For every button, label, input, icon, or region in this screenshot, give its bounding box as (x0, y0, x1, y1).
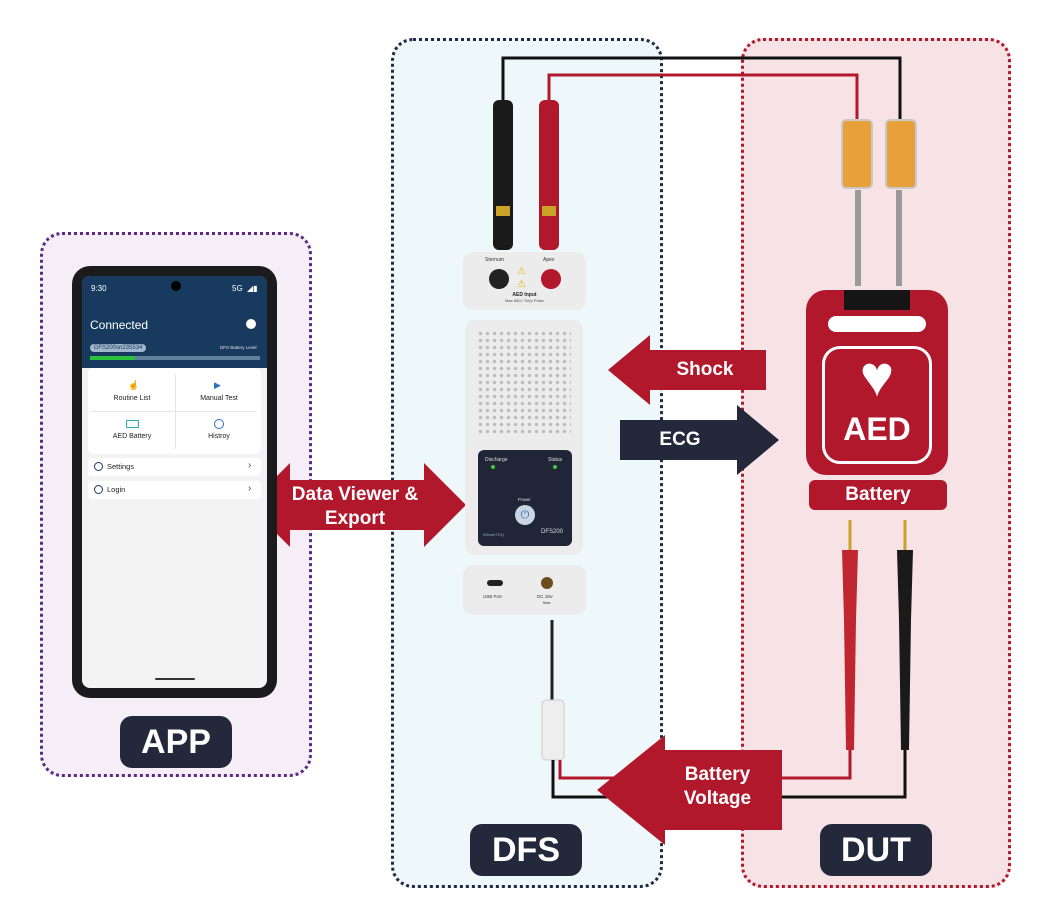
clock-icon (214, 419, 224, 429)
network-status: 5G (232, 284, 243, 293)
aed-handle (844, 290, 910, 310)
power-label: Power (518, 497, 531, 502)
aed-panel: ♥ AED (822, 344, 932, 464)
dfs-port-module: USB Port DC 18V Max (463, 565, 586, 615)
black-lead-wire (501, 56, 902, 120)
apex-label: Apex (543, 257, 555, 263)
page-title: Connected (90, 318, 149, 332)
control-panel: Discharge Status Power ⏻ WinnerTEQ DFS20… (478, 450, 572, 546)
sternum-label: Sternum (485, 257, 504, 263)
tile-routine-list[interactable]: ☝ Routine List (113, 380, 151, 402)
status-label: Status (548, 457, 563, 463)
login-row[interactable]: Login › (88, 481, 261, 499)
app-screen: 9:30 5G ◢▮ Connected DFS200sn235534 DFS … (82, 276, 267, 688)
usb-port-label: USB Port (483, 594, 502, 599)
usb-port[interactable] (487, 580, 503, 586)
data-viewer-label-line2: Export (324, 508, 386, 529)
discharge-label: Discharge (485, 457, 508, 463)
aed-device: ♥ AED (806, 290, 948, 475)
sternum-port[interactable] (489, 269, 509, 289)
red-probe (842, 550, 858, 750)
dfs-input-module: Sternum Apex ⚠ ⚠ AED Input Max 600J 7kVp… (463, 252, 586, 310)
wire-clip-right (885, 119, 917, 189)
bluetooth-icon[interactable] (246, 319, 256, 329)
warning-icon: ⚠ (517, 266, 526, 277)
chevron-right-icon: › (248, 460, 252, 471)
dfs-main-unit: Discharge Status Power ⏻ WinnerTEQ DFS20… (465, 320, 583, 555)
battery-caption: DFS Battery Level (220, 345, 257, 350)
tile-history[interactable]: Histroy (177, 416, 261, 450)
aed-input-label: AED Input (512, 292, 537, 298)
gear-icon (94, 462, 103, 471)
chevron-right-icon: › (248, 483, 252, 494)
tile-manual-test[interactable]: ▶ Manual Test (200, 380, 238, 402)
hand-pointer-icon: ☝ (128, 380, 140, 390)
dc-plug (541, 699, 565, 761)
battery-level-fill (90, 356, 135, 360)
warning-icon: ⚠ (517, 279, 526, 290)
apex-port[interactable] (541, 269, 561, 289)
wire-clip-left (841, 119, 873, 189)
red-lead-wire (547, 73, 859, 120)
discharge-led (491, 465, 495, 469)
battery-level-bar (90, 356, 260, 360)
red-plug (539, 100, 559, 250)
user-icon (94, 485, 103, 494)
battery-icon (126, 420, 139, 428)
battery-voltage-label-line2: Voltage (683, 788, 752, 809)
shock-arrow (608, 335, 766, 405)
battery-voltage-arrow (597, 735, 782, 845)
aed-slot (828, 316, 926, 332)
speaker-grille (477, 330, 571, 435)
battery-voltage-label-line1: Battery (684, 764, 751, 785)
battery-badge: Battery (809, 480, 947, 510)
shock-label: Shock (676, 359, 734, 380)
play-icon: ▶ (214, 380, 221, 390)
aed-input-sublabel: Max 600J 7kVp Pulse (505, 298, 544, 303)
ecg-arrow (620, 405, 779, 475)
status-led (553, 465, 557, 469)
signal-icon: ◢▮ (247, 284, 258, 293)
black-plug (493, 100, 513, 250)
aed-label: AED (843, 411, 911, 447)
dc-port-sublabel: Max (543, 600, 551, 605)
ecg-label: ECG (659, 429, 701, 450)
app-zone-label: APP (120, 716, 232, 768)
app-header (82, 276, 267, 368)
device-id-badge: DFS200sn235534 (90, 344, 147, 352)
data-viewer-label-line1: Data Viewer & (291, 484, 419, 505)
data-arrow (248, 463, 466, 547)
tile-aed-battery[interactable]: AED Battery (90, 416, 174, 450)
dc-port-label: DC 18V (537, 594, 553, 599)
dfs-zone-label: DFS (470, 824, 582, 876)
dut-zone-label: DUT (820, 824, 932, 876)
brand-logo: WinnerTEQ (483, 532, 504, 537)
power-button[interactable]: ⏻ (515, 505, 535, 525)
heart-bolt-icon: ♥ (859, 344, 895, 409)
home-indicator (155, 678, 195, 680)
camera-icon (171, 281, 181, 291)
dc-port[interactable] (541, 577, 553, 589)
black-probe (897, 550, 913, 750)
model-label: DFS200 (541, 529, 564, 535)
status-time: 9:30 (91, 284, 107, 293)
settings-row[interactable]: Settings › (88, 458, 261, 476)
